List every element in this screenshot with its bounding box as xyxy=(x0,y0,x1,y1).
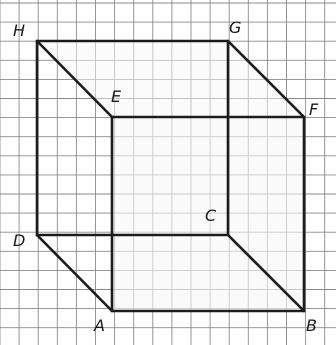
vertex-label-e: E xyxy=(111,87,122,106)
cube-edges xyxy=(35,39,306,313)
vertex-label-b: B xyxy=(306,316,317,335)
vertex-label-g: G xyxy=(229,18,241,37)
edge-g-f xyxy=(226,39,306,119)
top-face xyxy=(37,41,304,117)
edge-h-e xyxy=(35,39,114,119)
vertex-labels: H G E F C D A B xyxy=(13,18,319,335)
edge-d-a xyxy=(35,233,114,313)
vertex-label-f: F xyxy=(309,100,319,119)
vertex-label-h: H xyxy=(13,21,25,40)
vertex-label-d: D xyxy=(13,231,25,250)
vertex-label-c: C xyxy=(205,206,217,225)
edge-c-b xyxy=(226,233,306,313)
vertex-label-a: A xyxy=(93,316,105,335)
